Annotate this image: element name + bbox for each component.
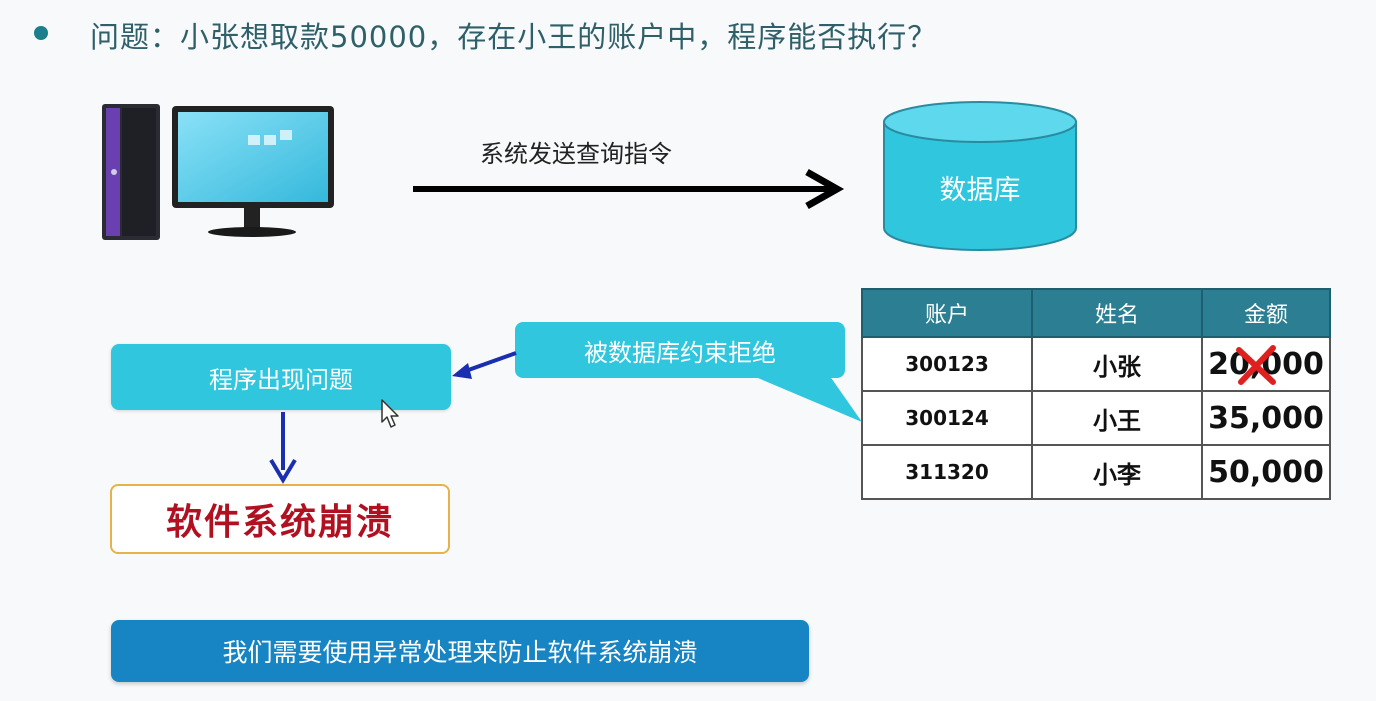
- problem-box: 程序出现问题: [111, 344, 451, 410]
- query-label: 系统发送查询指令: [480, 140, 672, 168]
- table-row: 300124 小王 35,000: [861, 390, 1331, 446]
- bullet-icon: [34, 26, 48, 40]
- cell-amount: 35,000: [1201, 390, 1331, 446]
- crash-box: 软件系统崩溃: [110, 484, 450, 554]
- table-header-row: 账户 姓名 金额: [861, 288, 1331, 338]
- cell-name: 小李: [1031, 444, 1203, 500]
- reject-callout: 被数据库约束拒绝: [515, 322, 845, 378]
- query-arrow-icon: [413, 168, 845, 210]
- header-name: 姓名: [1031, 288, 1203, 338]
- cell-amount: 50,000: [1201, 444, 1331, 500]
- account-table: 账户 姓名 金额 300123 小张 20,000 300124 小王 35,0…: [861, 288, 1331, 500]
- reject-arrow-icon: [452, 351, 517, 379]
- database-cylinder-icon: [883, 101, 1077, 251]
- cell-account: 311320: [861, 444, 1033, 500]
- header-account: 账户: [861, 288, 1033, 338]
- down-arrow-icon: [269, 412, 297, 484]
- cell-amount-crossed: 20,000: [1201, 336, 1331, 392]
- header-amount: 金额: [1201, 288, 1331, 338]
- cell-account: 300123: [861, 336, 1033, 392]
- question-text: 问题：小张想取款50000，存在小王的账户中，程序能否执行？: [90, 20, 938, 54]
- conclusion-banner: 我们需要使用异常处理来防止软件系统崩溃: [111, 620, 809, 682]
- desktop-computer-icon: [102, 104, 334, 240]
- table-row: 300123 小张 20,000: [861, 336, 1331, 392]
- mouse-cursor-icon: [381, 399, 399, 428]
- database-label: 数据库: [939, 175, 1021, 206]
- cell-account: 300124: [861, 390, 1033, 446]
- red-cross-icon: [1236, 345, 1276, 385]
- table-row: 311320 小李 50,000: [861, 444, 1331, 500]
- cell-name: 小张: [1031, 336, 1203, 392]
- cell-name: 小王: [1031, 390, 1203, 446]
